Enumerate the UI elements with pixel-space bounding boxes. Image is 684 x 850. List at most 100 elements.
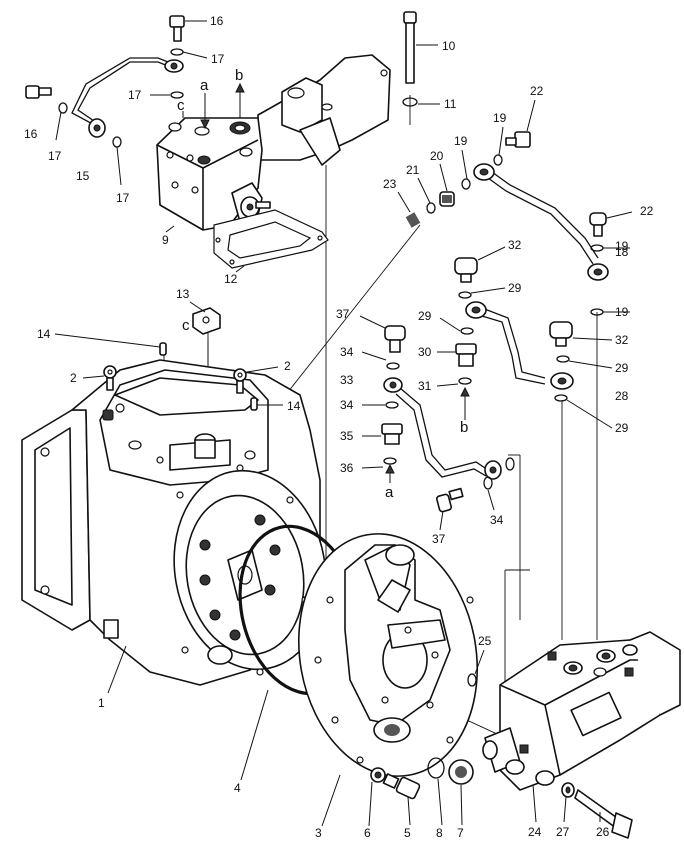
callout-14: 14	[37, 327, 51, 341]
bolt-26	[574, 789, 633, 839]
port-letters: a b c c b a	[177, 67, 468, 501]
pin-14-left	[54, 333, 167, 356]
bolt-32-a	[454, 246, 506, 283]
callout-36: 36	[340, 461, 354, 475]
bolt-22-right	[589, 211, 633, 237]
tube	[71, 57, 184, 138]
callout-32: 32	[615, 333, 629, 347]
callout-31: 31	[418, 379, 432, 393]
pin-14-right	[250, 397, 283, 411]
eye-bolt-left	[82, 365, 117, 391]
bolt-22-top	[505, 99, 536, 148]
callout-18: 18	[615, 245, 629, 259]
union-30	[437, 343, 477, 367]
washer-11	[402, 97, 440, 107]
orings-19	[461, 126, 630, 316]
plug-7	[448, 759, 474, 826]
bolt-5	[382, 773, 421, 826]
callout-19: 19	[615, 305, 629, 319]
callout-34: 34	[340, 398, 354, 412]
callout-2: 2	[70, 371, 77, 385]
oring-8	[427, 757, 445, 826]
callout-labels: 1 2 2 3 4 5 6 7 8 9 10 11 12 13 14 14 15…	[24, 14, 654, 840]
callout-17: 17	[211, 52, 225, 66]
callout-29: 29	[615, 421, 629, 435]
callout-11: 11	[444, 97, 457, 111]
callout-2: 2	[284, 359, 291, 373]
port-b-top: b	[235, 67, 243, 84]
callout-25: 25	[478, 634, 492, 648]
bolt-16-top	[169, 15, 207, 42]
callout-14: 14	[287, 399, 301, 413]
callout-29: 29	[418, 309, 432, 323]
plug-23	[397, 191, 421, 228]
oring-25	[467, 649, 485, 687]
plug-20	[439, 163, 455, 207]
tube-18	[473, 163, 609, 281]
callout-20: 20	[430, 149, 444, 163]
callout-19: 19	[615, 239, 629, 253]
callout-16: 16	[210, 14, 224, 28]
washer-27	[561, 782, 575, 823]
callout-15: 15	[76, 169, 90, 183]
bolt-16-left	[25, 85, 52, 99]
union-35	[362, 423, 403, 445]
callout-1: 1	[98, 696, 105, 710]
port-c-top: c	[177, 97, 185, 114]
callout-13: 13	[176, 287, 190, 301]
bolt-37-bottom	[436, 487, 464, 531]
port-a-top: a	[200, 77, 209, 94]
callout-23: 23	[383, 177, 397, 191]
port-a-mid: a	[385, 484, 394, 501]
callout-17: 17	[116, 191, 130, 205]
callout-26: 26	[596, 825, 610, 839]
eye-bolt-right	[233, 366, 279, 394]
pump-case	[21, 359, 327, 694]
callout-35: 35	[340, 429, 354, 443]
bolt-10	[403, 11, 438, 84]
cover-plate	[297, 533, 479, 827]
callout-3: 3	[315, 826, 322, 840]
callout-17: 17	[128, 88, 142, 102]
callout-33: 33	[340, 373, 354, 387]
callout-9: 9	[162, 233, 169, 247]
callout-8: 8	[436, 826, 443, 840]
callout-19: 19	[454, 134, 468, 148]
oring-21	[417, 177, 436, 214]
callout-29: 29	[508, 281, 522, 295]
washer-6	[368, 767, 386, 827]
port-b-mid: b	[460, 419, 468, 436]
oring-31	[436, 377, 472, 387]
extra-leaders	[165, 225, 245, 273]
callout-24: 24	[528, 825, 542, 839]
control-valve-assembly	[482, 631, 681, 823]
callout-29: 29	[615, 361, 629, 375]
callout-19: 19	[493, 111, 507, 125]
callout-7: 7	[457, 826, 464, 840]
callout-22: 22	[530, 84, 544, 98]
callout-17: 17	[48, 149, 62, 163]
callout-5: 5	[404, 826, 411, 840]
callout-28: 28	[615, 389, 629, 403]
port-c-case: c	[182, 317, 190, 334]
gasket	[213, 209, 329, 269]
tube-33	[383, 377, 502, 480]
callout-4: 4	[234, 781, 241, 795]
callout-22: 22	[640, 204, 654, 218]
tube-28	[465, 301, 574, 390]
callout-16: 16	[24, 127, 38, 141]
orings-17	[55, 48, 208, 186]
orings-34	[361, 351, 515, 511]
callout-27: 27	[556, 825, 570, 839]
callout-37: 37	[432, 532, 446, 546]
callout-34: 34	[340, 345, 354, 359]
servo-valve-assembly	[156, 54, 391, 231]
callout-10: 10	[442, 39, 456, 53]
bolt-32-b	[549, 321, 613, 347]
callout-12: 12	[224, 272, 238, 286]
orings-29	[439, 287, 613, 429]
block-13	[189, 301, 221, 335]
bolt-37-top	[359, 315, 406, 353]
callout-6: 6	[364, 826, 371, 840]
